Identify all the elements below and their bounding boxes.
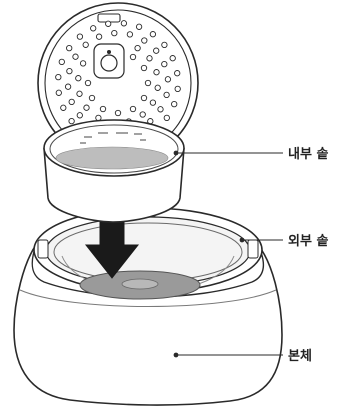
water-level-marks — [80, 132, 146, 144]
lid-hole — [66, 44, 73, 52]
lid-hole — [72, 53, 79, 60]
lid-hole — [134, 44, 141, 52]
lid-hole — [139, 111, 146, 118]
lid-hole — [99, 105, 107, 113]
lid-hole — [163, 91, 170, 99]
lid-hole — [105, 20, 112, 27]
lid-hole — [144, 79, 152, 87]
lid-hole — [95, 33, 103, 40]
lid-hole — [129, 105, 137, 113]
label-outer-pot: 외부 솥 — [288, 233, 328, 249]
lid-hole — [135, 23, 143, 30]
heating-plate-center — [121, 278, 159, 290]
lid-hole — [60, 104, 67, 111]
lid-hole — [55, 73, 62, 81]
lid-hole — [79, 60, 87, 67]
lid-hole — [163, 114, 170, 122]
lid-hole — [88, 94, 96, 102]
lid-hole — [129, 53, 137, 61]
lid-hole — [55, 89, 62, 96]
lid-hole — [157, 106, 164, 113]
lid-hole — [66, 67, 73, 75]
inner-pot — [43, 119, 185, 223]
inner-pot-rice — [55, 146, 169, 170]
lid-hole — [153, 47, 160, 54]
callout-body: 본체 — [173, 349, 312, 364]
label-inner-pot: 내부 솥 — [288, 146, 328, 162]
lid-hole — [169, 55, 176, 62]
lid-hole — [120, 20, 128, 27]
lid-hole — [64, 83, 72, 90]
lid-hole — [114, 109, 122, 117]
lid-hole — [76, 90, 83, 97]
lid-hole — [161, 41, 168, 49]
lid-hole — [75, 75, 82, 82]
lid-hole — [174, 70, 181, 77]
lid-hole — [90, 25, 97, 32]
lid-hole — [154, 84, 161, 91]
lid-hole — [111, 29, 118, 37]
cooker-lid — [37, 2, 199, 164]
lid-hole — [153, 69, 160, 76]
lid-hole — [76, 33, 84, 40]
callout-outer-pot: 외부 솥 — [239, 233, 328, 249]
lid-hole — [161, 60, 168, 68]
lid-hole — [140, 94, 148, 102]
lid-hole — [164, 76, 172, 83]
lid-hole — [146, 55, 153, 62]
lid-hole — [174, 85, 181, 93]
rim-clip-left — [37, 239, 49, 259]
lid-hole — [140, 64, 148, 72]
lid-hole — [141, 37, 148, 44]
lid-hole — [84, 79, 92, 87]
rim-clip-right — [247, 239, 259, 259]
label-body: 본체 — [288, 349, 312, 364]
lid-hole — [82, 41, 89, 48]
lid-hole — [149, 31, 157, 38]
lid-hole — [83, 104, 90, 111]
steam-valve — [93, 43, 125, 79]
lid-hole — [58, 58, 65, 66]
body-shoulder-line — [19, 289, 277, 307]
callout-inner-pot: 내부 솥 — [173, 146, 328, 162]
outer-pot — [33, 207, 263, 300]
lid-hole — [68, 98, 75, 106]
lid-hole — [76, 112, 83, 119]
lid-hole — [149, 99, 157, 106]
lid-hole — [126, 31, 134, 38]
lid-hole — [68, 117, 75, 125]
lid-hole — [171, 100, 178, 108]
